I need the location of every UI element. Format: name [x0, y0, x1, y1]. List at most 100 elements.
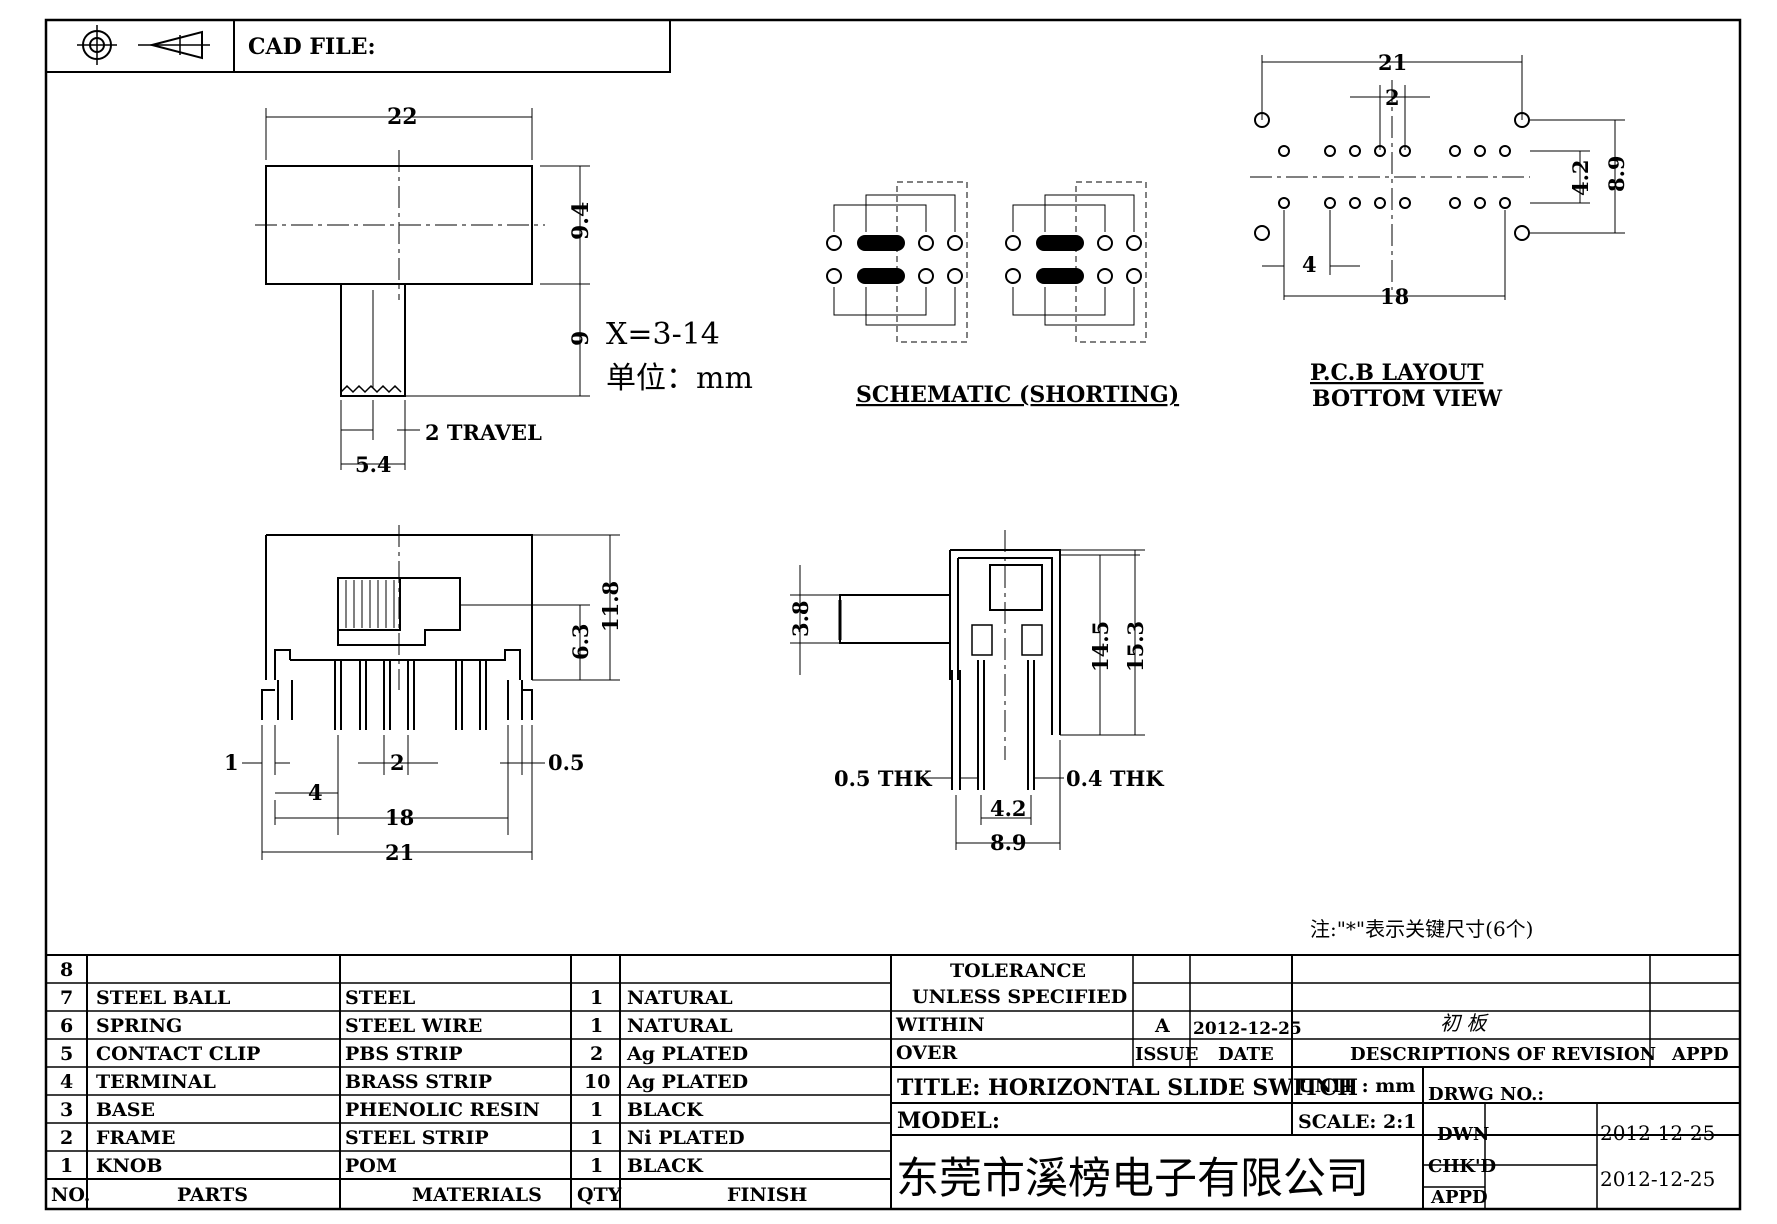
bom-finish: BLACK — [627, 1155, 704, 1177]
bom-part: TERMINAL — [96, 1071, 216, 1093]
schematic: SCHEMATIC (SHORTING) — [826, 181, 1179, 408]
bom-row: 2 FRAME STEEL STRIP 1 Ni PLATED — [60, 1127, 745, 1149]
unit-note: 单位：mm — [606, 361, 753, 396]
bom-qty: 1 — [590, 987, 603, 1009]
dim-top-knob: 9 — [568, 331, 594, 346]
bom-material: STEEL STRIP — [345, 1127, 489, 1149]
bom-part: CONTACT CLIP — [96, 1043, 260, 1065]
dim-knob-width: 5.4 — [355, 452, 392, 477]
schematic-label: SCHEMATIC (SHORTING) — [856, 382, 1179, 408]
dim-side-h2: 15.3 — [1123, 621, 1148, 672]
schematic-left — [826, 181, 968, 343]
drawing-number-label: DRWG NO.: — [1428, 1084, 1544, 1105]
pcb-dim-row: 4.2 — [1568, 159, 1593, 196]
dwn-label: DWN — [1437, 1124, 1489, 1145]
dim-front-d1: 1 — [224, 750, 239, 775]
side-view: 3.8 14.5 15.3 0.5 THK 0.4 THK 4.2 8.9 — [788, 530, 1164, 855]
header-box: CAD FILE: — [45, 19, 671, 73]
bom-row: 3 BASE PHENOLIC RESIN 1 BLACK — [60, 1099, 704, 1121]
pcb-dim-width: 21 — [1378, 50, 1407, 75]
issue-label: ISSUE — [1135, 1044, 1198, 1065]
model-label: MODEL: — [897, 1108, 1000, 1134]
revision-description: 初 板 — [1440, 1011, 1489, 1035]
bom-table: 8 7 STEEL BALL STEEL 1 NATURAL 6 SPRING … — [45, 954, 892, 1210]
dim-side-h1: 14.5 — [1088, 621, 1113, 672]
knob-grip — [345, 580, 395, 628]
bom-no: 3 — [60, 1099, 73, 1121]
dim-front-d4: 4 — [308, 780, 323, 805]
bom-no: 2 — [60, 1127, 73, 1149]
bom-no: 4 — [60, 1071, 73, 1093]
bom-qty: 1 — [590, 1127, 603, 1149]
bom-header-no: NO. — [51, 1184, 90, 1206]
date-label: DATE — [1218, 1044, 1274, 1065]
bom-material: PHENOLIC RESIN — [345, 1099, 540, 1121]
company-name: 东莞市溪榜电子有限公司 — [896, 1154, 1369, 1204]
bom-header-row: NO. PARTS MATERIALS QTY FINISH — [51, 1184, 807, 1206]
bom-qty: 1 — [590, 1099, 603, 1121]
dim-top-height: 9.4 — [568, 202, 594, 240]
dim-front-d6: 21 — [385, 840, 414, 865]
checked-label: CHK'D — [1428, 1156, 1496, 1177]
issue-value: A — [1154, 1015, 1170, 1037]
pcb-holes — [1254, 112, 1530, 241]
title-block: TOLERANCE UNLESS SPECIFIED WITHIN OVER A… — [890, 954, 1741, 1210]
dim-travel: 2 TRAVEL — [425, 420, 542, 445]
description-label: DESCRIPTIONS OF REVISION — [1350, 1044, 1656, 1065]
bom-row: 6 SPRING STEEL WIRE 1 NATURAL — [60, 1015, 733, 1037]
bom-part: KNOB — [96, 1155, 163, 1177]
dim-top-width: 22 — [387, 104, 418, 130]
front-pins — [261, 660, 533, 730]
bom-row: 1 KNOB POM 1 BLACK — [60, 1155, 704, 1177]
bom-finish: Ag PLATED — [626, 1071, 748, 1093]
pcb-dim-edge: 4 — [1302, 252, 1317, 277]
bom-part: BASE — [96, 1099, 155, 1121]
bom-finish: BLACK — [627, 1099, 704, 1121]
key-dimension-note: 注:"*"表示关键尺寸(6个) — [1310, 917, 1533, 941]
dim-side-knob: 3.8 — [788, 600, 813, 637]
bom-material: STEEL WIRE — [345, 1015, 482, 1037]
bom-row: 8 — [60, 959, 73, 981]
bom-finish: Ni PLATED — [627, 1127, 745, 1149]
bom-qty: 1 — [590, 1015, 603, 1037]
bom-finish: Ag PLATED — [626, 1043, 748, 1065]
bom-finish: NATURAL — [627, 1015, 733, 1037]
side-pins — [951, 624, 1043, 790]
bom-row: 5 CONTACT CLIP PBS STRIP 2 Ag PLATED — [60, 1043, 748, 1065]
pcb-label-2: BOTTOM VIEW — [1312, 386, 1502, 412]
issue-date: 2012-12-25 — [1193, 1019, 1302, 1039]
tolerance-label-1: TOLERANCE — [950, 960, 1086, 982]
tolerance-label-2: UNLESS SPECIFIED — [912, 986, 1127, 1008]
bom-header-finish: FINISH — [727, 1184, 807, 1206]
bom-material: STEEL — [345, 987, 415, 1009]
pcb-dim-span: 18 — [1380, 284, 1409, 309]
bom-no: 7 — [60, 987, 73, 1009]
dim-front-h2: 6.3 — [568, 623, 593, 660]
dim-side-w2: 8.9 — [990, 830, 1027, 855]
bom-part: STEEL BALL — [96, 987, 230, 1009]
scale-label: SCALE: 2:1 — [1298, 1111, 1417, 1133]
bom-no: 6 — [60, 1015, 73, 1037]
bom-qty: 2 — [590, 1043, 603, 1065]
dim-front-d3: 0.5 — [548, 750, 585, 775]
approved-date: 2012-12-25 — [1600, 1167, 1715, 1191]
bom-no: 1 — [60, 1155, 73, 1177]
bom-finish: NATURAL — [627, 987, 733, 1009]
over-label: OVER — [896, 1042, 957, 1064]
bom-part: FRAME — [96, 1127, 176, 1149]
bom-header-qty: QTY — [577, 1184, 622, 1206]
within-label: WITHIN — [895, 1014, 985, 1036]
dim-side-w1: 4.2 — [990, 796, 1027, 821]
approved-label: APPD — [1430, 1187, 1488, 1208]
pcb-layout: 21 2 — [1250, 50, 1629, 412]
dim-front-h1: 11.8 — [598, 581, 623, 632]
pcb-label-1: P.C.B LAYOUT — [1310, 360, 1484, 386]
appd-label: APPD — [1671, 1044, 1729, 1065]
bom-header-material: MATERIALS — [412, 1184, 542, 1206]
bom-no: 8 — [60, 959, 73, 981]
unit-label: UNIT : mm — [1298, 1075, 1415, 1097]
bom-qty: 1 — [590, 1155, 603, 1177]
bom-row: 7 STEEL BALL STEEL 1 NATURAL — [60, 987, 733, 1009]
dim-side-thk2: 0.4 THK — [1066, 766, 1164, 791]
pcb-dim-total: 8.9 — [1604, 155, 1629, 192]
